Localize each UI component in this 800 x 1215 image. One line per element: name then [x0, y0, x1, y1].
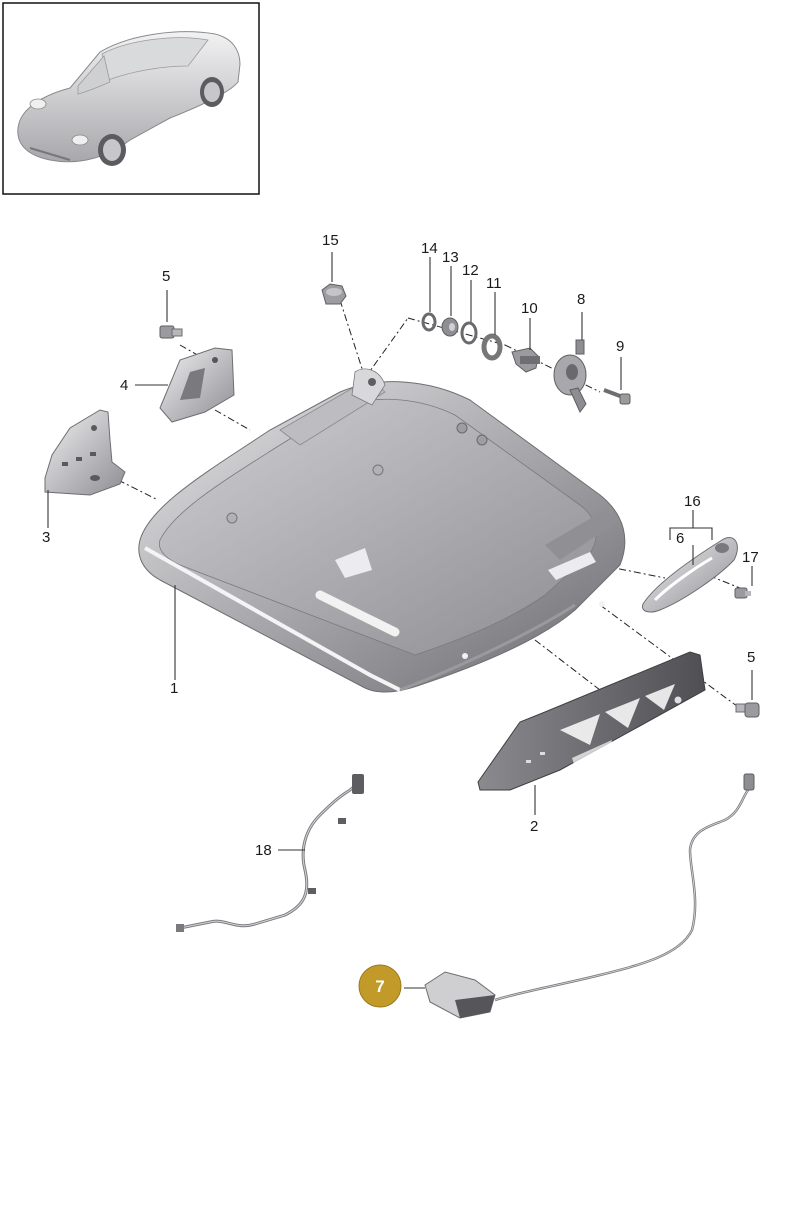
washer-11 [481, 333, 503, 361]
bolt-5-upper [159, 325, 183, 339]
vehicle-thumbnail [2, 2, 260, 195]
part-numbers: 1 2 3 4 5 5 6 8 9 10 11 12 13 14 15 16 1… [42, 232, 759, 859]
label-part-6: 6 [676, 530, 684, 547]
left-bracket [44, 409, 126, 496]
label-part-2: 2 [530, 818, 538, 835]
leader-lines [47, 252, 753, 989]
side-rail [477, 651, 706, 791]
seat-pan [138, 368, 626, 693]
label-part-10: 10 [521, 300, 538, 317]
washer-12 [460, 321, 478, 345]
label-part-9: 9 [616, 338, 624, 355]
highlight-badge-7[interactable]: 7 [358, 964, 402, 1008]
label-part-14: 14 [421, 240, 438, 257]
label-part-1: 1 [170, 680, 178, 697]
wiring-harness-18 [176, 774, 364, 932]
sensor-cable-7 [424, 773, 755, 1019]
highlight-label[interactable]: 7 [375, 977, 384, 996]
label-part-12: 12 [462, 262, 479, 279]
pin-10 [511, 347, 540, 373]
bolt-5-lower [735, 702, 760, 718]
label-part-5-upper: 5 [162, 268, 170, 285]
adjuster-8 [553, 339, 587, 413]
label-part-18: 18 [255, 842, 272, 859]
label-part-15: 15 [322, 232, 339, 249]
label-part-3: 3 [42, 529, 50, 546]
label-part-16: 16 [684, 493, 701, 510]
nut-15 [321, 283, 347, 305]
trim-6 [641, 537, 738, 613]
hardware [159, 283, 760, 718]
washer-13 [441, 317, 459, 337]
screw-17 [734, 587, 751, 599]
label-part-17: 17 [742, 549, 759, 566]
screw-9 [603, 388, 631, 405]
label-part-4: 4 [120, 377, 128, 394]
car-illustration [17, 31, 241, 166]
label-part-5-lower: 5 [747, 649, 755, 666]
label-part-13: 13 [442, 249, 459, 266]
washer-14 [421, 312, 437, 332]
label-part-11: 11 [486, 275, 502, 292]
small-bracket [159, 347, 235, 423]
label-part-8: 8 [577, 291, 585, 308]
highlight-circle[interactable] [358, 964, 402, 1008]
